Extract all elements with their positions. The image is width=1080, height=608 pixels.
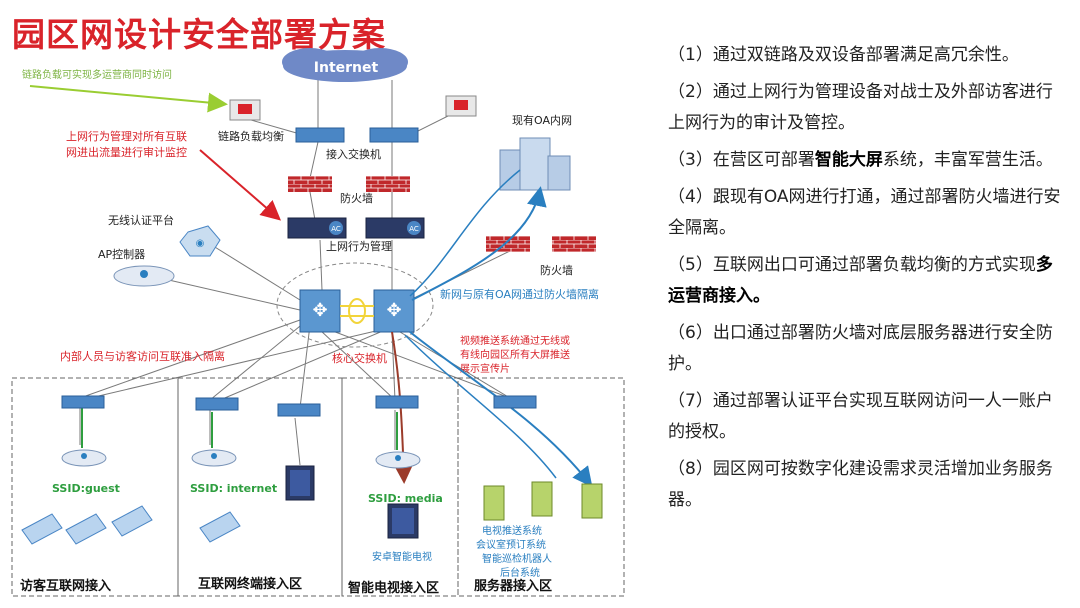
svg-text:◉: ◉ bbox=[196, 238, 205, 249]
monitor-icon bbox=[285, 465, 419, 539]
ssid-internet: SSID: internet bbox=[190, 482, 277, 495]
point-7: （7）通过部署认证平台实现互联网访问一人一账户的授权。 bbox=[668, 391, 1053, 442]
server-note-2: 会议室预订系统 bbox=[476, 538, 546, 551]
network-diagram: Internet 链路负载均衡 接入交换机 防火墙 AC AC 上网行为管理 ◉… bbox=[11, 48, 625, 597]
zone-label-server: 服务器接入区 bbox=[474, 578, 552, 594]
wireless-auth-label: 无线认证平台 bbox=[108, 213, 174, 227]
firewall-label: 防火墙 bbox=[340, 191, 373, 205]
behavior-mgmt-label: 上网行为管理 bbox=[326, 239, 392, 253]
connection-lines bbox=[79, 80, 521, 466]
server-note-4: 后台系统 bbox=[500, 566, 540, 579]
zone-label-internet: 互联网终端接入区 bbox=[198, 576, 302, 592]
firewall-icon bbox=[288, 176, 410, 192]
tv-label: 安卓智能电视 bbox=[372, 550, 432, 563]
oa-building-icon bbox=[499, 137, 571, 191]
point-1: （1）通过双链路及双设备部署满足高冗余性。 bbox=[668, 45, 1019, 65]
point-3: （3）在营区可部署智能大屏系统，丰富军营生活。 bbox=[668, 150, 1053, 170]
note-video-1: 视频推送系统通过无线或 bbox=[460, 334, 570, 347]
oa-network-label: 现有OA内网 bbox=[512, 113, 572, 127]
note-red-2: 网进出流量进行审计监控 bbox=[66, 145, 187, 159]
core-switch-icon: ✥ ✥ bbox=[299, 289, 415, 333]
point-4: （4）跟现有OA网进行打通，通过部署防火墙进行安全隔离。 bbox=[668, 187, 1061, 238]
wireless-auth-icon: ◉ bbox=[179, 225, 221, 257]
laptop-icon bbox=[21, 505, 241, 545]
access-switch-label: 接入交换机 bbox=[326, 147, 381, 161]
server-note-3: 智能巡检机器人 bbox=[482, 552, 552, 565]
point-8: （8）园区网可按数字化建设需求灵活增加业务服务器。 bbox=[668, 459, 1053, 510]
ap-controller-label: AP控制器 bbox=[98, 247, 145, 261]
svg-text:AC: AC bbox=[331, 225, 341, 233]
internet-cloud: Internet bbox=[282, 48, 408, 82]
note-video-2: 有线向园区所有大屏推送 bbox=[460, 348, 570, 361]
note-blue: 新网与原有OA网通过防火墙隔离 bbox=[440, 287, 599, 301]
description-panel: （1）通过双链路及双设备部署满足高冗余性。 （2）通过上网行为管理设备对战士及外… bbox=[668, 40, 1068, 522]
zone-label-tv: 智能电视接入区 bbox=[348, 580, 439, 596]
note-green: 链路负载可实现多运营商同时访问 bbox=[22, 68, 172, 81]
zone-boxes bbox=[11, 377, 625, 597]
note-red-1: 上网行为管理对所有互联 bbox=[66, 129, 187, 143]
point-2: （2）通过上网行为管理设备对战士及外部访客进行上网行为的审计及管控。 bbox=[668, 82, 1053, 133]
oa-firewall-label: 防火墙 bbox=[540, 263, 573, 277]
server-icon bbox=[483, 481, 603, 521]
note-isolation: 内部人员与访客访问互联准入隔离 bbox=[60, 349, 225, 363]
ap-controller-icon bbox=[113, 265, 175, 287]
svg-text:AC: AC bbox=[409, 225, 419, 233]
access-switch-icon bbox=[295, 127, 419, 143]
zone-label-guest: 访客互联网接入 bbox=[20, 578, 111, 594]
ssid-media: SSID: media bbox=[368, 492, 443, 505]
point-6: （6）出口通过部署防火墙对底层服务器进行安全防护。 bbox=[668, 323, 1053, 374]
note-video-3: 展示宣传片 bbox=[460, 362, 510, 375]
server-note-1: 电视推送系统 bbox=[482, 524, 542, 537]
behavior-mgmt-icon: AC AC bbox=[287, 217, 425, 239]
ssid-guest: SSID:guest bbox=[52, 482, 120, 495]
oa-firewall-icon bbox=[486, 236, 596, 252]
link-lb-label: 链路负载均衡 bbox=[218, 129, 284, 143]
svg-text:Internet: Internet bbox=[314, 60, 379, 76]
point-5: （5）互联网出口可通过部署负载均衡的方式实现多运营商接入。 bbox=[668, 255, 1053, 306]
svg-text:✥: ✥ bbox=[312, 300, 327, 321]
svg-text:✥: ✥ bbox=[386, 300, 401, 321]
ap-icon bbox=[61, 449, 421, 469]
zone-switch-icon bbox=[61, 395, 537, 417]
page-title: 园区网设计安全部署方案 bbox=[12, 15, 386, 54]
core-switch-label: 核心交换机 bbox=[332, 351, 387, 365]
load-balancer-icon bbox=[229, 95, 477, 121]
